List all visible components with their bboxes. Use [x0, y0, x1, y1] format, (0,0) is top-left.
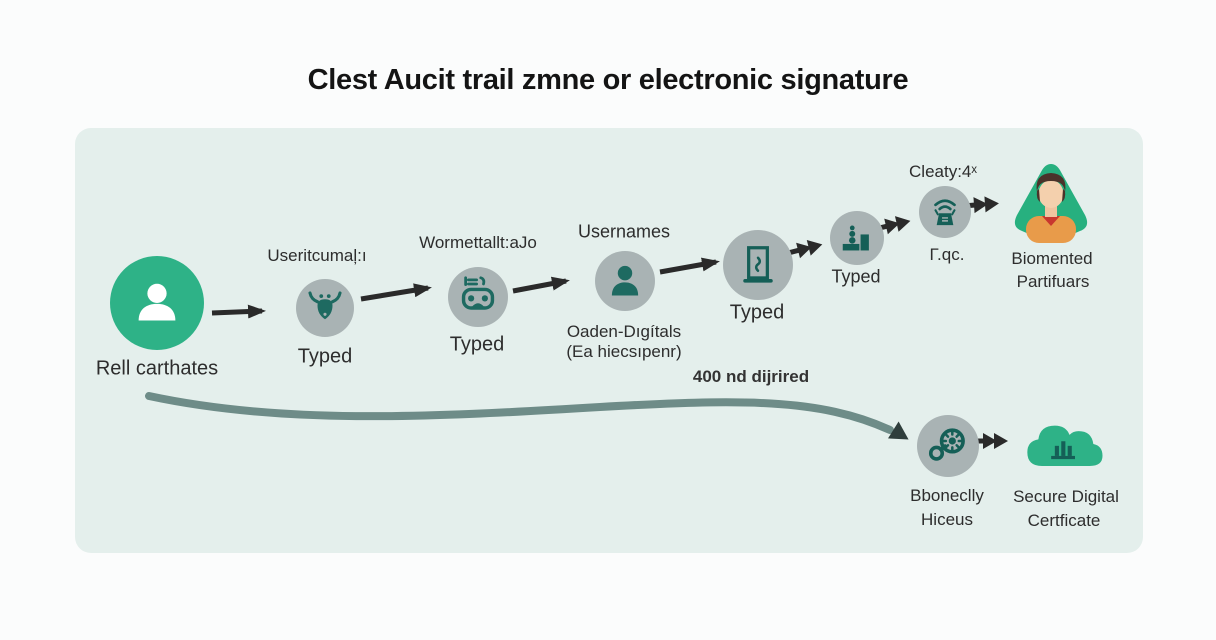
node-step2 [296, 279, 354, 337]
vr-goggles-icon [461, 276, 495, 310]
podium-icon [842, 225, 869, 251]
node-step5-bottom-label: Typed [729, 301, 785, 324]
node-biometric-result [1011, 161, 1091, 245]
node-step6-bottom-label: Typed [831, 266, 881, 287]
key-gear-icon [928, 428, 965, 461]
node-biometric-label-2: Partifuars [1016, 272, 1090, 291]
node-step8-label-2: Hiceus [921, 510, 973, 529]
diagram-title: Clest Aucit trail zmne or electronic sig… [307, 64, 909, 96]
node-step7-top-label: Cleaty:4ˣ [909, 162, 977, 181]
node-certificate-result [1020, 412, 1108, 476]
wifi-device-icon [934, 199, 956, 226]
node-step8-label-1: Bboneclly [910, 486, 984, 505]
node-step4-bottom-label-1: Oaden-Dıgítals [566, 322, 682, 341]
node-biometric-label-1: Biomented [1011, 249, 1093, 268]
person-icon [138, 283, 176, 321]
node-step3 [448, 267, 508, 327]
branch-note: 400 nd dijrired [692, 367, 810, 386]
node-signer-label: Rell carthates [95, 357, 219, 380]
node-step2-bottom-label: Typed [297, 345, 353, 368]
node-signer [110, 256, 204, 350]
node-step7-bottom-label: Γ.qc. [929, 245, 965, 264]
bug-icon [308, 291, 342, 320]
user-silhouette-icon [611, 265, 639, 296]
node-step2-top-label: Useritcumaļ:ı [267, 246, 367, 265]
node-step7 [919, 186, 971, 238]
cloud-icon [1027, 425, 1103, 466]
node-step4-top-label: Usernames [577, 221, 671, 242]
node-step6 [830, 211, 884, 265]
avatar-triangle-icon [1014, 164, 1088, 243]
node-certificate-label-2: Certficate [1027, 511, 1101, 530]
node-step3-bottom-label: Typed [449, 333, 505, 356]
node-step3-top-label: Wormettallt:aJo [419, 233, 537, 252]
node-step4 [595, 251, 655, 311]
node-certificate-label-1: Secure Digital [1013, 487, 1119, 506]
door-frame-icon [743, 246, 773, 283]
node-step5 [723, 230, 793, 300]
node-step4-bottom-label-2: (Ea hiecsıpenr) [566, 342, 682, 361]
node-step8 [917, 415, 979, 477]
